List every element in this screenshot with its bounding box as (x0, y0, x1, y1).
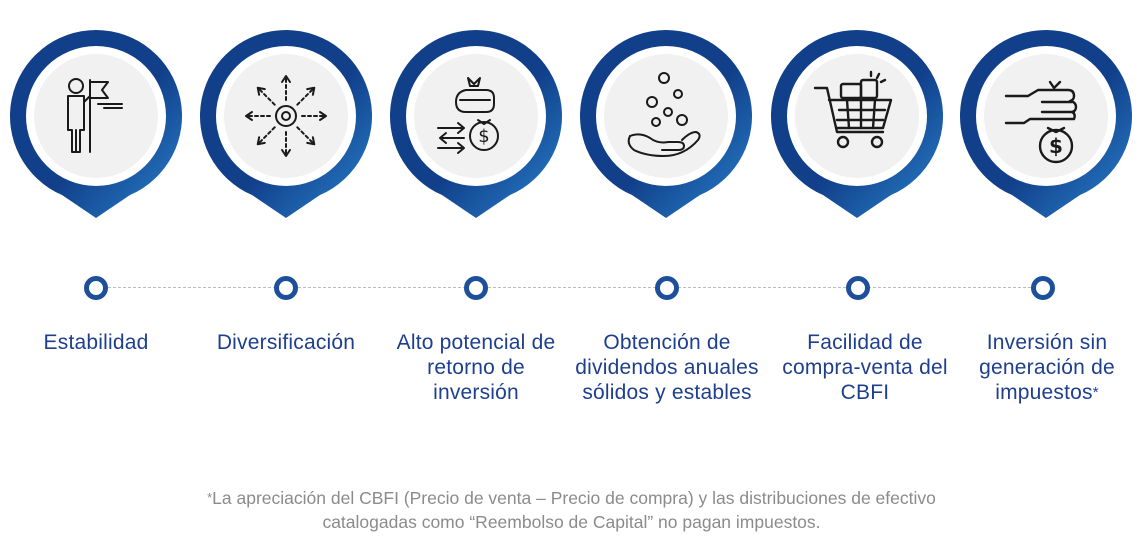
asterisk-mark: * (207, 490, 213, 505)
footnote-line-1: *La apreciación del CBFI (Precio de vent… (40, 486, 1103, 510)
benefit-label: Diversificación (191, 330, 381, 355)
pin-impuestos: $ (959, 29, 1133, 220)
asterisk-mark: * (1092, 384, 1099, 401)
benefit-label: Inversión sin generación de impuestos* (952, 330, 1142, 405)
svg-text:$: $ (1049, 134, 1063, 158)
benefit-label: Obtención de dividendos anuales sólidos … (572, 330, 762, 405)
svg-text:$: $ (478, 126, 489, 147)
pin-compra-venta (770, 29, 944, 220)
shopping-cart-icon (813, 70, 893, 149)
pin-shape (9, 29, 183, 218)
timeline-node (274, 276, 298, 300)
diversification-arrows-icon (245, 75, 327, 157)
pin-estabilidad (9, 29, 183, 220)
pin-shape (199, 29, 373, 218)
pin-shape (770, 29, 944, 218)
timeline (0, 274, 1143, 302)
footnote-text: La apreciación del CBFI (Precio de venta… (212, 488, 936, 508)
person-flag-icon (67, 78, 123, 153)
timeline-node (464, 276, 488, 300)
coins-hand-icon (627, 72, 701, 157)
benefit-label-text: Inversión sin generación de impuestos (979, 331, 1115, 404)
footnote: *La apreciación del CBFI (Precio de vent… (40, 486, 1103, 534)
dotted-connector-line (108, 287, 1036, 288)
benefit-label: Alto potencial de retorno de inversión (381, 330, 571, 405)
timeline-node (655, 276, 679, 300)
pin-diversificacion (199, 29, 373, 220)
timeline-node (84, 276, 108, 300)
pin-shape (959, 29, 1133, 218)
benefit-label-text: Obtención de dividendos anuales sólidos … (575, 331, 759, 404)
benefit-label: Estabilidad (1, 330, 191, 355)
money-bag-hand-icon: $ (437, 77, 499, 154)
footnote-text: catalogadas como “Reembolso de Capital” … (322, 512, 821, 532)
benefit-label-text: Diversificación (216, 331, 356, 354)
pin-dividendos (579, 29, 753, 220)
benefit-label: Facilidad de compra-venta del CBFI (768, 330, 962, 405)
benefit-label-text: Alto potencial de retorno de inversión (396, 331, 556, 404)
timeline-node (846, 276, 870, 300)
benefit-label-text: Facilidad de compra-venta del CBFI (782, 331, 948, 404)
pin-retorno: $ (389, 29, 563, 220)
hand-money-bag-icon: $ (1004, 80, 1078, 164)
benefit-label-text: Estabilidad (43, 331, 149, 354)
timeline-node (1031, 276, 1055, 300)
